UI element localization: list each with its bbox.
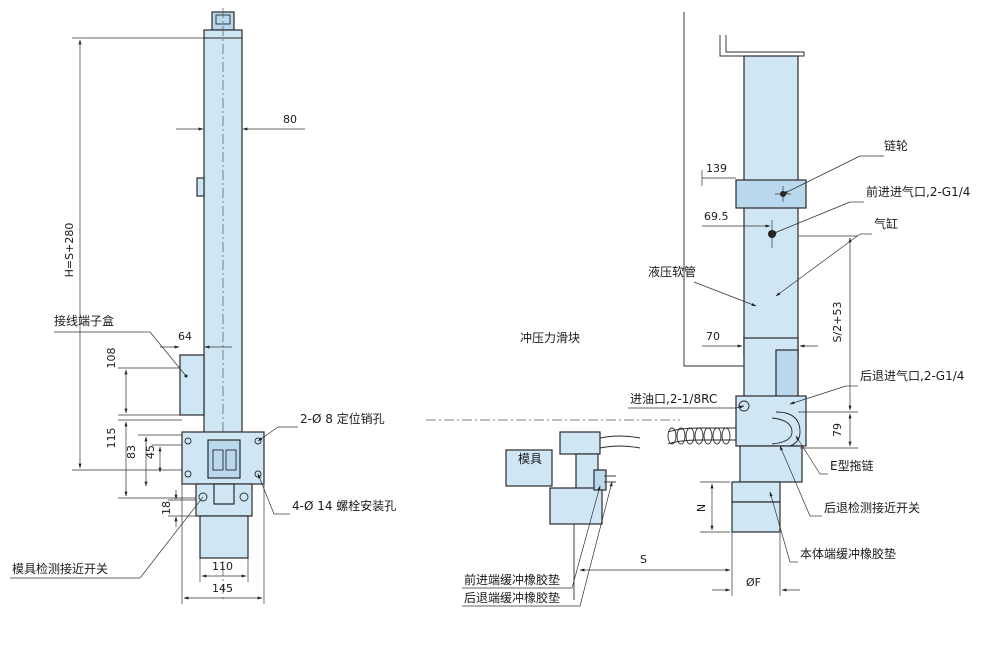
label-oil-inlet: 进油口,2-1/8RC xyxy=(630,392,717,406)
label-body-pad: 本体端缓冲橡胶垫 xyxy=(800,546,896,561)
terminal-box xyxy=(179,354,205,416)
label-front-pad: 前进端缓冲橡胶垫 xyxy=(464,572,560,587)
label-front-air: 前进进气口,2-G1/4 xyxy=(866,184,970,199)
label-e-chain: E型拖链 xyxy=(830,458,874,473)
hydraulic-hose-coil xyxy=(667,427,736,445)
hose-coil-ring xyxy=(685,427,695,445)
label-mold-switch: 模具检测接近开关 xyxy=(12,561,108,576)
left-view: H=S+280 80 64 接线端子盒 108 115 83 45 18 xyxy=(10,8,396,604)
dim-145: 145 xyxy=(212,582,233,595)
dim-108: 108 xyxy=(105,348,118,369)
label-mold: 模具 xyxy=(518,452,542,466)
dim-69-5: 69.5 xyxy=(704,210,729,223)
main-column xyxy=(203,29,243,443)
slide-body xyxy=(735,395,807,447)
dim-79: 79 xyxy=(831,423,844,437)
label-cylinder: 气缸 xyxy=(874,216,898,231)
hose-coil-ring xyxy=(721,427,731,445)
dim-height: H=S+280 xyxy=(63,223,76,278)
label-bolt-hole: 4-Ø 14 螺栓安装孔 xyxy=(292,498,396,513)
hose-coil-ring xyxy=(703,427,713,445)
dim-83: 83 xyxy=(125,445,138,459)
label-back-air: 后退进气口,2-G1/4 xyxy=(860,368,964,383)
dim-139: 139 xyxy=(706,162,727,175)
dim-s2-53: S/2+53 xyxy=(831,302,844,343)
hose-coil-ring xyxy=(694,427,704,445)
lower-block xyxy=(739,445,803,483)
label-punch-slide: 冲压力滑块 xyxy=(520,330,580,345)
dim-45: 45 xyxy=(144,445,157,459)
mold-block xyxy=(505,449,553,487)
dim-80: 80 xyxy=(283,113,297,126)
slide-assembly xyxy=(505,431,616,525)
right-view: 139 69.5 70 S/2+53 79 N S ØF 链轮 xyxy=(426,12,970,607)
hose-coil-ring xyxy=(676,427,686,445)
dim-70: 70 xyxy=(706,330,720,343)
label-terminal-box: 接线端子盒 xyxy=(54,313,114,328)
hose-coil-ring xyxy=(667,427,677,445)
small-hose-coil xyxy=(599,435,641,449)
dim-phi-f: ØF xyxy=(746,576,761,589)
label-back-switch: 后退检测接近开关 xyxy=(824,500,920,515)
label-hydraulic-hose: 液压软管 xyxy=(648,264,696,279)
dim-110: 110 xyxy=(212,560,233,573)
side-nub xyxy=(196,177,205,197)
dim-18: 18 xyxy=(160,501,173,515)
bottom-block xyxy=(199,515,249,559)
hose-coil-ring xyxy=(712,427,722,445)
label-pin-hole: 2-Ø 8 定位销孔 xyxy=(300,411,385,426)
dim-64: 64 xyxy=(178,330,192,343)
bottom-pad xyxy=(731,501,781,533)
dim-115: 115 xyxy=(105,428,118,449)
hose-route-line xyxy=(683,12,744,367)
dim-s: S xyxy=(640,553,647,566)
top-bracket xyxy=(719,35,805,57)
sprocket-block xyxy=(735,179,807,209)
label-back-pad: 后退端缓冲橡胶垫 xyxy=(464,590,560,605)
dim-n: N xyxy=(695,504,708,512)
label-sprocket: 链轮 xyxy=(884,138,908,153)
